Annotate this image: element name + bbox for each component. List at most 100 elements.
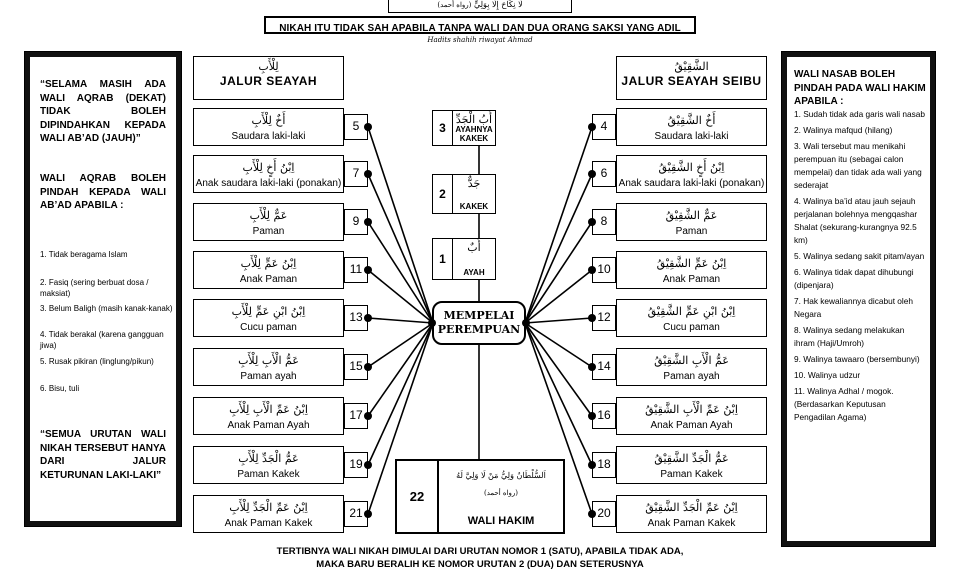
connector-line <box>367 322 434 417</box>
left-item-box: اِبْنُ ابْنِ عَمٍّ لِلْأَبِCucu paman <box>193 299 344 337</box>
connector-line <box>524 173 593 324</box>
connector-dot <box>364 314 372 322</box>
left-header-arabic: لِلْأَبِ <box>258 60 279 73</box>
right-item-arabic: عَمٌّ الشَّقِيْقُ <box>665 209 718 222</box>
left-item-label: Paman ayah <box>240 371 297 382</box>
right-item-arabic: اِبْنُ عَمِّ الْجَدِّ الشَّقِيْقُ <box>645 501 738 514</box>
left-item-arabic: عَمُّ الْأَبِ لِلْأَبِ <box>238 354 299 367</box>
connector-dot <box>588 461 596 469</box>
list-item: 8. Walinya sedang melakukan ihram (Haji/… <box>794 325 905 348</box>
list-item: 6. Bisu, tuli <box>40 384 80 393</box>
center-node-line2: PEREMPUAN <box>437 323 521 336</box>
wali-hakim-label: WALI HAKIM <box>467 515 535 527</box>
center-node-mempelai: MEMPELAI PEREMPUAN <box>432 301 526 345</box>
connector-dot <box>588 363 596 371</box>
connector-line <box>524 221 593 324</box>
right-item-box: عَمُّ الْجَدِّ الشَّقِيْقُ Paman Kakek <box>616 446 767 484</box>
center-node-line1: MEMPELAI <box>443 309 515 322</box>
left-item-box: اِبْنُ أَخٍ لِلْأَبِ Anak saudara laki-la… <box>193 155 344 193</box>
right-item-label: Anak saudara laki-laki (ponakan) <box>618 178 765 189</box>
center-box-ayahnya-kakek: 3 أَبُ الْجَدِّ AYAHNYA KAKEK <box>432 110 496 146</box>
list-item: 5. Rusak pikiran (linglung/pikun) <box>40 357 154 366</box>
connector-dot <box>588 314 596 322</box>
center-box-number: 3 <box>433 111 453 145</box>
left-panel-heading: WALI AQRAB BOLEH PINDAH KEPADA WALI AB’A… <box>40 173 166 211</box>
connector-line <box>367 322 434 515</box>
wali-hakim-arabic: اَلسُّلْطَانُ وَلِيُّ مَنْ لَا وَلِيَّ ل… <box>456 471 546 480</box>
left-item-box: اِبْنُ عَمِّ الْأَبِ لِلْأَبِ Anak Paman … <box>193 397 344 435</box>
list-item: 5. Walinya sedang sakit pitam/ayan <box>794 251 925 261</box>
connector-line <box>367 317 434 324</box>
list-item: 2. Fasiq (sering berbuat dosa / maksiat) <box>40 278 149 298</box>
right-item-label: Anak Paman Kakek <box>647 518 736 529</box>
list-item: 2. Walinya mafqud (hilang) <box>794 125 893 135</box>
connector-line <box>367 126 434 324</box>
left-item-arabic: اِبْنُ عَمِّ الْجَدِّ لِلْأَبِ <box>229 501 308 514</box>
connector-dot <box>364 266 372 274</box>
center-box-label: AYAHNYA KAKEK <box>455 125 493 143</box>
right-item-label: Paman ayah <box>663 371 720 382</box>
connector-dot <box>588 170 596 178</box>
left-item-box: عَمُّ الْأَبِ لِلْأَبِ Paman ayah <box>193 348 344 386</box>
connector-line <box>524 322 593 368</box>
left-panel <box>24 51 182 527</box>
center-box-arabic: جَدٌّ <box>467 177 481 190</box>
header-subtitle: Hadits shahih riwayat Ahmad <box>427 36 533 44</box>
header-arabic-banner: لَا نِكَاحَ إِلَّا بِوَلِيٍّ (رواه أحمد) <box>388 0 572 13</box>
right-item-number: 8 <box>592 209 616 235</box>
list-item: 9. Walinya tawaaro (bersembunyi) <box>794 354 920 364</box>
right-item-label: Cucu paman <box>663 322 720 333</box>
right-item-box: اِبْنُ عَمٍّ الشَّقِيْقُAnak Paman <box>616 251 767 289</box>
left-item-label: Anak Paman Kakek <box>224 518 313 529</box>
center-box-label: AYAH <box>463 268 485 277</box>
right-item-label: Saudara laki-laki <box>654 131 729 142</box>
left-item-label: Anak Paman Ayah <box>227 420 310 431</box>
left-item-box: عَمُّ الْجَدِّ لِلْأَبِPaman Kakek <box>193 446 344 484</box>
connector-line <box>367 173 434 324</box>
connector-dot <box>364 170 372 178</box>
right-item-label: Paman Kakek <box>660 469 723 480</box>
right-item-box: عَمٌّ الشَّقِيْقُ Paman <box>616 203 767 241</box>
connector-line <box>524 322 593 417</box>
right-item-arabic: اِبْنُ عَمِّ الْأَبِ الشَّقِيْقُ <box>645 403 738 416</box>
left-item-box: أَخٌ لِلْأَبِSaudara laki-laki <box>193 108 344 146</box>
right-item-box: عَمُّ الْأَبِ الشَّقِيْقُPaman ayah <box>616 348 767 386</box>
connector-dot <box>588 412 596 420</box>
list-item: 3. Belum Baligh (masih kanak-kanak) <box>40 304 173 313</box>
connector-dot <box>588 218 596 226</box>
left-item-arabic: اِبْنُ أَخٍ لِلْأَبِ <box>242 161 295 174</box>
connector-line <box>367 269 434 324</box>
left-item-label: Cucu paman <box>240 322 297 333</box>
left-header-label: JALUR SEAYAH <box>219 74 318 88</box>
connector-dot <box>364 461 372 469</box>
left-item-label: Paman <box>252 226 285 237</box>
right-panel-heading: WALI NASAB BOLEH PINDAH PADA WALI HAKIM … <box>794 69 926 107</box>
right-item-box: أَخٌ الشَّقِيْقُSaudara laki-laki <box>616 108 767 146</box>
wali-hakim-box: 22 اَلسُّلْطَانُ وَلِيُّ مَنْ لَا وَلِيَ… <box>395 459 565 534</box>
right-column-header: الشَّقِيْقُ JALUR SEAYAH SEIBU <box>616 56 767 100</box>
footer-line2: MAKA BARU BERALIH KE NOMOR URUTAN 2 (DUA… <box>316 559 644 570</box>
connector-line <box>524 269 593 324</box>
connector-line <box>367 322 434 466</box>
list-item: 6. Walinya tidak dapat dihubungi (dipenj… <box>794 267 914 290</box>
left-item-label: Anak saudara laki-laki (ponakan) <box>195 178 342 189</box>
left-item-arabic: اِبْنُ عَمٍّ لِلْأَبِ <box>240 257 297 270</box>
connector-dot <box>364 510 372 518</box>
connector-line <box>367 322 434 368</box>
connector-dot <box>588 510 596 518</box>
right-item-arabic: عَمُّ الْجَدِّ الشَّقِيْقُ <box>654 452 729 465</box>
connector-dot <box>522 319 530 327</box>
left-panel-quote2: “SEMUA URUTAN WALI NIKAH TERSEBUT HANYA … <box>40 429 166 481</box>
wali-hakim-number: 22 <box>409 489 425 504</box>
right-header-arabic: الشَّقِيْقُ <box>674 60 709 73</box>
center-box-number: 1 <box>433 239 453 279</box>
header-title: NIKAH ITU TIDAK SAH APABILA TANPA WALI D… <box>279 23 681 34</box>
header-arabic-quote: لَا نِكَاحَ إِلَّا بِوَلِيٍّ <box>473 0 523 9</box>
right-item-number: 12 <box>592 305 616 331</box>
right-item-label: Paman <box>675 226 708 237</box>
center-box-arabic: أَبٌ <box>467 241 481 254</box>
center-box-kakek: 2 جَدٌّ KAKEK <box>432 174 496 214</box>
left-item-arabic: اِبْنُ عَمِّ الْأَبِ لِلْأَبِ <box>229 403 308 416</box>
right-header-label: JALUR SEAYAH SEIBU <box>621 74 762 88</box>
